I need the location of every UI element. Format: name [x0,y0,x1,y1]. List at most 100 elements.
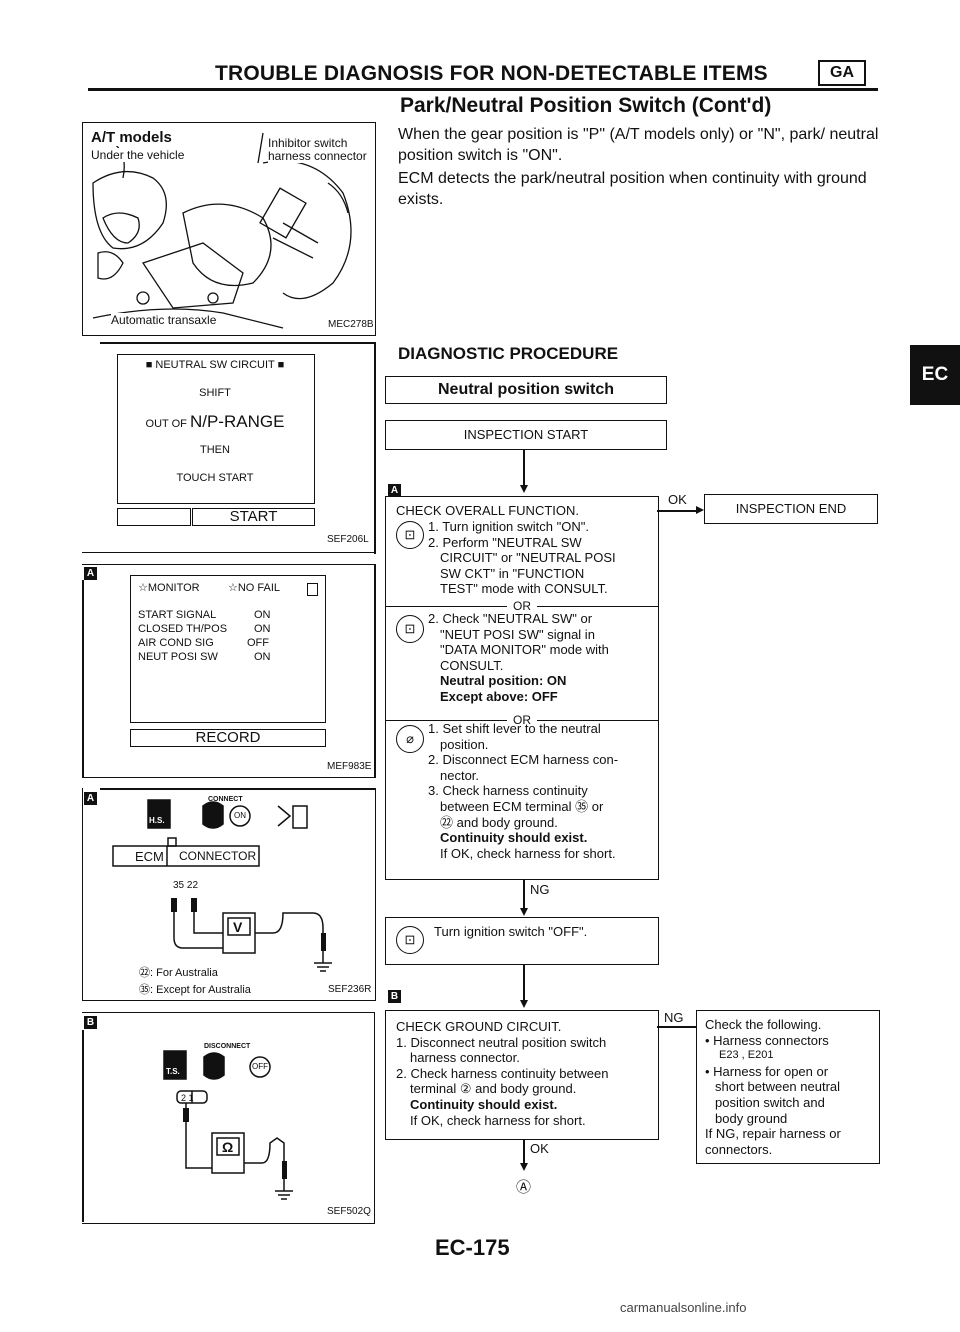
section-badge: GA [818,60,866,86]
procedure-heading: DIAGNOSTIC PROCEDURE [398,344,619,363]
step-line: between ECM terminal ㉟ or [440,798,604,814]
voltmeter-symbol: V [233,919,243,935]
step-a-marker: A [84,567,97,580]
or-label: OR [507,713,537,729]
except-australia-note: ㉟: Except for Australia [139,984,251,996]
ground-continuity-figure: 2 1 Ω DISCONNECT T.S. OFF SEF502Q [82,1012,375,1224]
flow-arrow [520,485,528,493]
record-button[interactable]: RECORD [130,729,326,747]
row-value: ON [254,651,271,663]
note-line: body ground [715,1110,788,1126]
check1-monitor-steps: 2. Check "NEUTRAL SW" or "NEUT POSI SW" … [428,611,609,705]
row-label: AIR COND SIG [138,637,214,649]
row-label: NEUT POSI SW [138,651,218,663]
note-line: Check the following. [705,1017,822,1032]
or-label: OR [507,599,537,615]
ground-continuity-illustration: 2 1 Ω [163,1050,293,1200]
connect-label: CONNECT [208,796,243,803]
disconnect-label: DISCONNECT [204,1043,251,1050]
consult-data-monitor-screen: ☆MONITOR ☆NO FAIL START SIGNAL ON CLOSED… [82,564,374,778]
pin-numbers: 35 22 [173,880,198,891]
inspection-end-label: INSPECTION END [735,501,847,516]
neutral-switch-title-box: Neutral position switch [385,376,667,404]
step-line: ㉒ and body ground. [440,814,558,830]
ok-label: OK [530,1141,549,1156]
step-a-marker: A [84,792,97,805]
out-of-text: OUT OF [145,418,187,430]
panel-a1-top-border [100,342,375,344]
monitor-row: AIR COND SIG [138,637,214,649]
flow-arrow [696,506,704,514]
screen-line-4: THEN [200,444,230,456]
inspection-start-label: INSPECTION START [463,427,589,442]
ecm-label: ECM [135,849,164,864]
panel-a2-left-border [82,580,84,778]
row-value: ON [254,609,271,621]
figure-code: SEF502Q [327,1206,371,1217]
spec-line: Neutral position: ON [440,673,567,689]
step-line: 2. Check harness continuity between [396,1065,609,1081]
monitor-header-left: ☆MONITOR [138,582,200,594]
ohmmeter-symbol: Ω [222,1139,233,1155]
note-line: • Harness connectors [705,1032,829,1048]
consult-icon: ⊡ [396,521,424,549]
check-ground-circuit-box: CHECK GROUND CIRCUIT. 1. Disconnect neut… [385,1010,659,1140]
ecm-continuity-illustration: 35 22 V [112,799,332,972]
note-line: connectors. [705,1141,773,1157]
ok-connector [523,1139,525,1165]
check-overall-function-box: CHECK OVERALL FUNCTION. ⊡ 1. Turn igniti… [385,496,659,880]
step-line: CIRCUIT" or "NEUTRAL POSI [440,550,616,566]
intro-paragraph-2: ECM detects the park/neutral position wh… [398,170,867,208]
monitor-screen-frame [130,575,326,723]
step-line: "DATA MONITOR" mode with [440,642,609,658]
ng-label: NG [530,882,550,897]
check-following-body: Check the following. • Harness connector… [705,1017,841,1157]
figure-subtitle: Under the vehicle [91,148,185,162]
note-line: short between neutral [715,1079,841,1095]
monitor-row: NEUT POSI SW [138,651,218,663]
step-b-marker: B [84,1016,97,1029]
inspection-start-box: INSPECTION START [385,420,667,450]
on-label: ON [234,811,246,820]
or-separator: OR [386,713,658,729]
or-separator: OR [386,599,658,615]
screen-line-1: ■ NEUTRAL SW CIRCUIT ■ [145,359,285,371]
tool-icon: ⌀ [396,725,424,753]
intro-text: When the gear position is "P" (A/T model… [398,124,893,212]
neutral-sw-circuit-text: NEUTRAL SW CIRCUIT [155,359,275,371]
panel-a1-right-border [374,342,376,554]
ok-label: OK [668,492,687,507]
step-line: 1. Set shift lever to the neutral [428,721,601,736]
transaxle-callout: Automatic transaxle [111,313,217,327]
step-line: harness connector. [410,1050,520,1066]
step-line: position. [440,736,489,752]
step-a-marker: A [388,484,401,497]
note-line: If NG, repair harness or [705,1126,841,1142]
figure-code: SEF236R [328,984,372,995]
check2-body: CHECK GROUND CIRCUIT. 1. Disconnect neut… [396,1019,608,1128]
ts-label: T.S. [166,1067,180,1076]
ec-side-tab: EC [910,345,960,405]
monitor-scroll-box[interactable] [307,583,318,596]
start-button-blank[interactable] [117,508,191,526]
row-label: START SIGNAL [138,609,217,621]
ignition-off-box: ⊡ Turn ignition switch "OFF". [385,917,659,965]
check1-harness-steps: 1. Set shift lever to the neutral positi… [428,721,618,861]
step-line: nector. [440,767,480,783]
start-button[interactable]: START [192,508,315,526]
monitor-header-right: ☆NO FAIL [228,582,281,594]
page-title: TROUBLE DIAGNOSIS FOR NON-DETECTABLE ITE… [215,62,768,85]
pin-numbers: 2 1 [181,1093,194,1103]
ng-connector [523,879,525,909]
step-line: If OK, check harness for short. [440,845,616,861]
intro-paragraph-1: When the gear position is "P" (A/T model… [398,126,879,164]
ng-label: NG [664,1010,684,1025]
screen-line-3: OUT OF N/P-RANGE [122,412,308,432]
transaxle-figure: A/T models Under the vehicle Inhibitor s… [82,122,376,336]
screen-line-5: TOUCH START [176,472,254,484]
figure-code: MEC278B [328,319,374,330]
figure-code: SEF206L [327,534,369,545]
consult-screen-frame [117,354,315,504]
consult-icon: ⊡ [396,926,424,954]
neutral-switch-title: Neutral position switch [437,381,614,398]
